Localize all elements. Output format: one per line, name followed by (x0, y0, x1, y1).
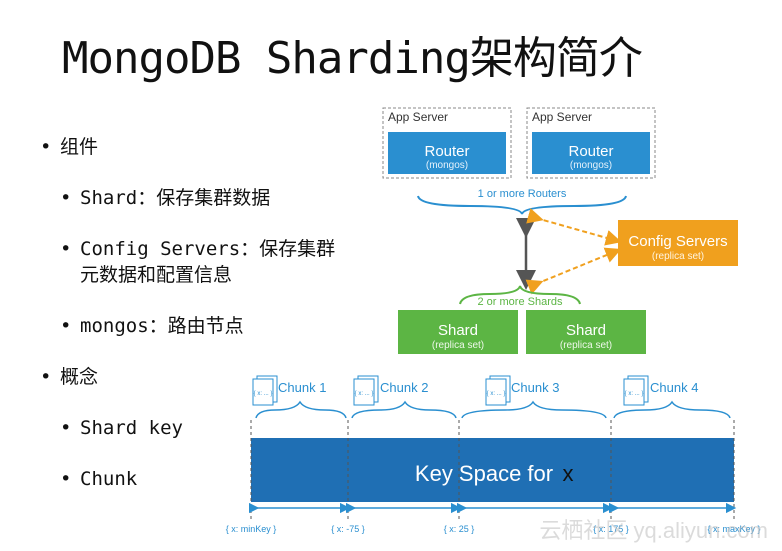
doc-stack-label: { x: ... } (487, 391, 506, 397)
key-space-var: x (563, 461, 574, 486)
doc-stack-label: { x: ... } (625, 391, 644, 397)
page-title: MongoDB Sharding架构简介 (62, 33, 643, 84)
bullet-chunk-text: Chunk (80, 468, 138, 490)
chunk-group-3: { x: ... } Chunk 3 (461, 375, 607, 419)
bullet-config-text-1: Config Servers：保存集群 (80, 238, 336, 260)
shards-brace-label: 2 or more Shards (478, 296, 563, 308)
bullet-shard-key: • Shard key (60, 415, 183, 441)
config-servers-box: Config Servers (replica set) (618, 220, 738, 266)
shard-label: Shard (566, 322, 606, 339)
router-box (388, 132, 506, 174)
config-router-arrow (526, 208, 622, 246)
config-sub: (replica set) (652, 251, 704, 262)
chunk-label: Chunk 3 (511, 380, 559, 395)
router-label: Router (424, 143, 469, 160)
doc-stack-label: { x: ... } (254, 391, 273, 397)
app-server-2: App Server Router (mongos) (526, 107, 656, 179)
bullet-dot: • (60, 238, 72, 260)
key-space-band (251, 438, 734, 502)
bullet-chunk: • Chunk (60, 466, 138, 492)
bullet-dot: • (40, 136, 52, 158)
router-sub: (mongos) (570, 160, 612, 171)
routers-brace-label: 1 or more Routers (478, 188, 567, 200)
chunk-boundaries (250, 420, 735, 520)
router-label: Router (568, 143, 613, 160)
shard-sub: (replica set) (432, 340, 484, 351)
chunk-group-2: { x: ... } Chunk 2 (351, 375, 457, 419)
bullet-dot: • (40, 366, 52, 388)
key-space-label: Key Space for (415, 461, 553, 486)
chunk-group-1: { x: ... } Chunk 1 (252, 375, 347, 419)
shards-brace (459, 285, 581, 305)
app-server-label: App Server (532, 110, 592, 124)
bullet-components: • 组件 (40, 134, 99, 160)
range-label: { x: minKey } (226, 524, 277, 534)
chunk-label: Chunk 4 (650, 380, 698, 395)
routers-brace (417, 195, 627, 215)
bullet-mongos: • mongos：路由节点 (60, 313, 244, 339)
config-shard-arrow (525, 247, 622, 295)
bullet-dot: • (60, 315, 72, 337)
chunk-label: Chunk 1 (278, 380, 326, 395)
app-server-label: App Server (388, 110, 448, 124)
bullet-dot: • (60, 417, 72, 439)
config-label: Config Servers (628, 233, 727, 250)
bullet-shard: • Shard：保存集群数据 (60, 185, 271, 211)
bullet-config-text-2: 元数据和配置信息 (80, 264, 233, 286)
bullet-dot: • (60, 468, 72, 490)
shard-box-1: Shard (replica set) (398, 310, 518, 354)
bullet-dot: • (60, 187, 72, 209)
range-label: { x: maxKey } (707, 524, 760, 534)
shard-label: Shard (438, 322, 478, 339)
bullet-concepts-text: 概念 (60, 366, 99, 388)
range-label: { x: 175 } (593, 524, 629, 534)
chunk-label: Chunk 2 (380, 380, 428, 395)
router-sub: (mongos) (426, 160, 468, 171)
bullet-shard-text: Shard：保存集群数据 (80, 187, 271, 209)
bullet-mongos-text: mongos：路由节点 (80, 315, 244, 337)
watermark: 云栖社区 yq.aliyun.com (539, 518, 768, 543)
bullet-shard-key-text: Shard key (80, 417, 183, 439)
bullet-config-servers: • Config Servers：保存集群 元数据和配置信息 (60, 236, 336, 288)
app-server-1: App Server Router (mongos) (382, 107, 512, 179)
shard-sub: (replica set) (560, 340, 612, 351)
bullet-concepts: • 概念 (40, 364, 99, 390)
bullet-components-text: 组件 (60, 136, 99, 158)
chunk-group-4: { x: ... } Chunk 4 (613, 375, 731, 419)
range-label: { x: -75 } (331, 524, 365, 534)
range-label: { x: 25 } (444, 524, 475, 534)
router-box (532, 132, 650, 174)
doc-stack-label: { x: ... } (355, 391, 374, 397)
shard-box-2: Shard (replica set) (526, 310, 646, 354)
